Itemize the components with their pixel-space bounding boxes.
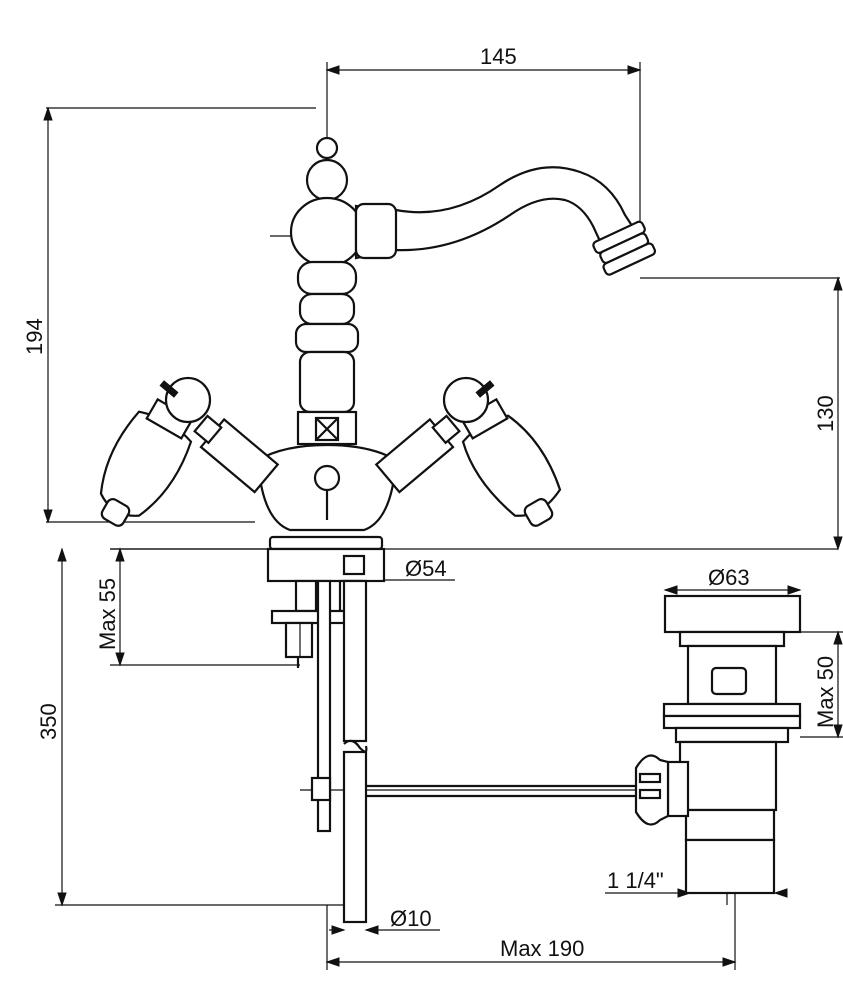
dim-shank-length: 350 — [36, 703, 61, 740]
dim-waste-thread: 1 1/4" — [607, 868, 664, 893]
dim-waste-diameter: Ø63 — [708, 565, 750, 590]
dim-base-diameter: Ø54 — [405, 556, 447, 581]
dim-waste-max-height: Max 50 — [813, 656, 838, 728]
dimension-arrows — [43, 65, 843, 967]
dim-rod-diameter: Ø10 — [390, 906, 432, 931]
waste-assembly — [634, 594, 802, 895]
dim-max-reach: Max 190 — [500, 936, 584, 961]
dim-right-height: 130 — [813, 395, 838, 432]
dimension-labels: 145 194 130 Ø54 Max 55 350 Ø10 Max 190 Ø… — [22, 44, 838, 961]
dim-top-width: 145 — [480, 44, 517, 69]
dim-left-height: 194 — [22, 318, 47, 355]
mixer-tap-body — [99, 136, 657, 924]
dim-max-thickness: Max 55 — [95, 578, 120, 650]
